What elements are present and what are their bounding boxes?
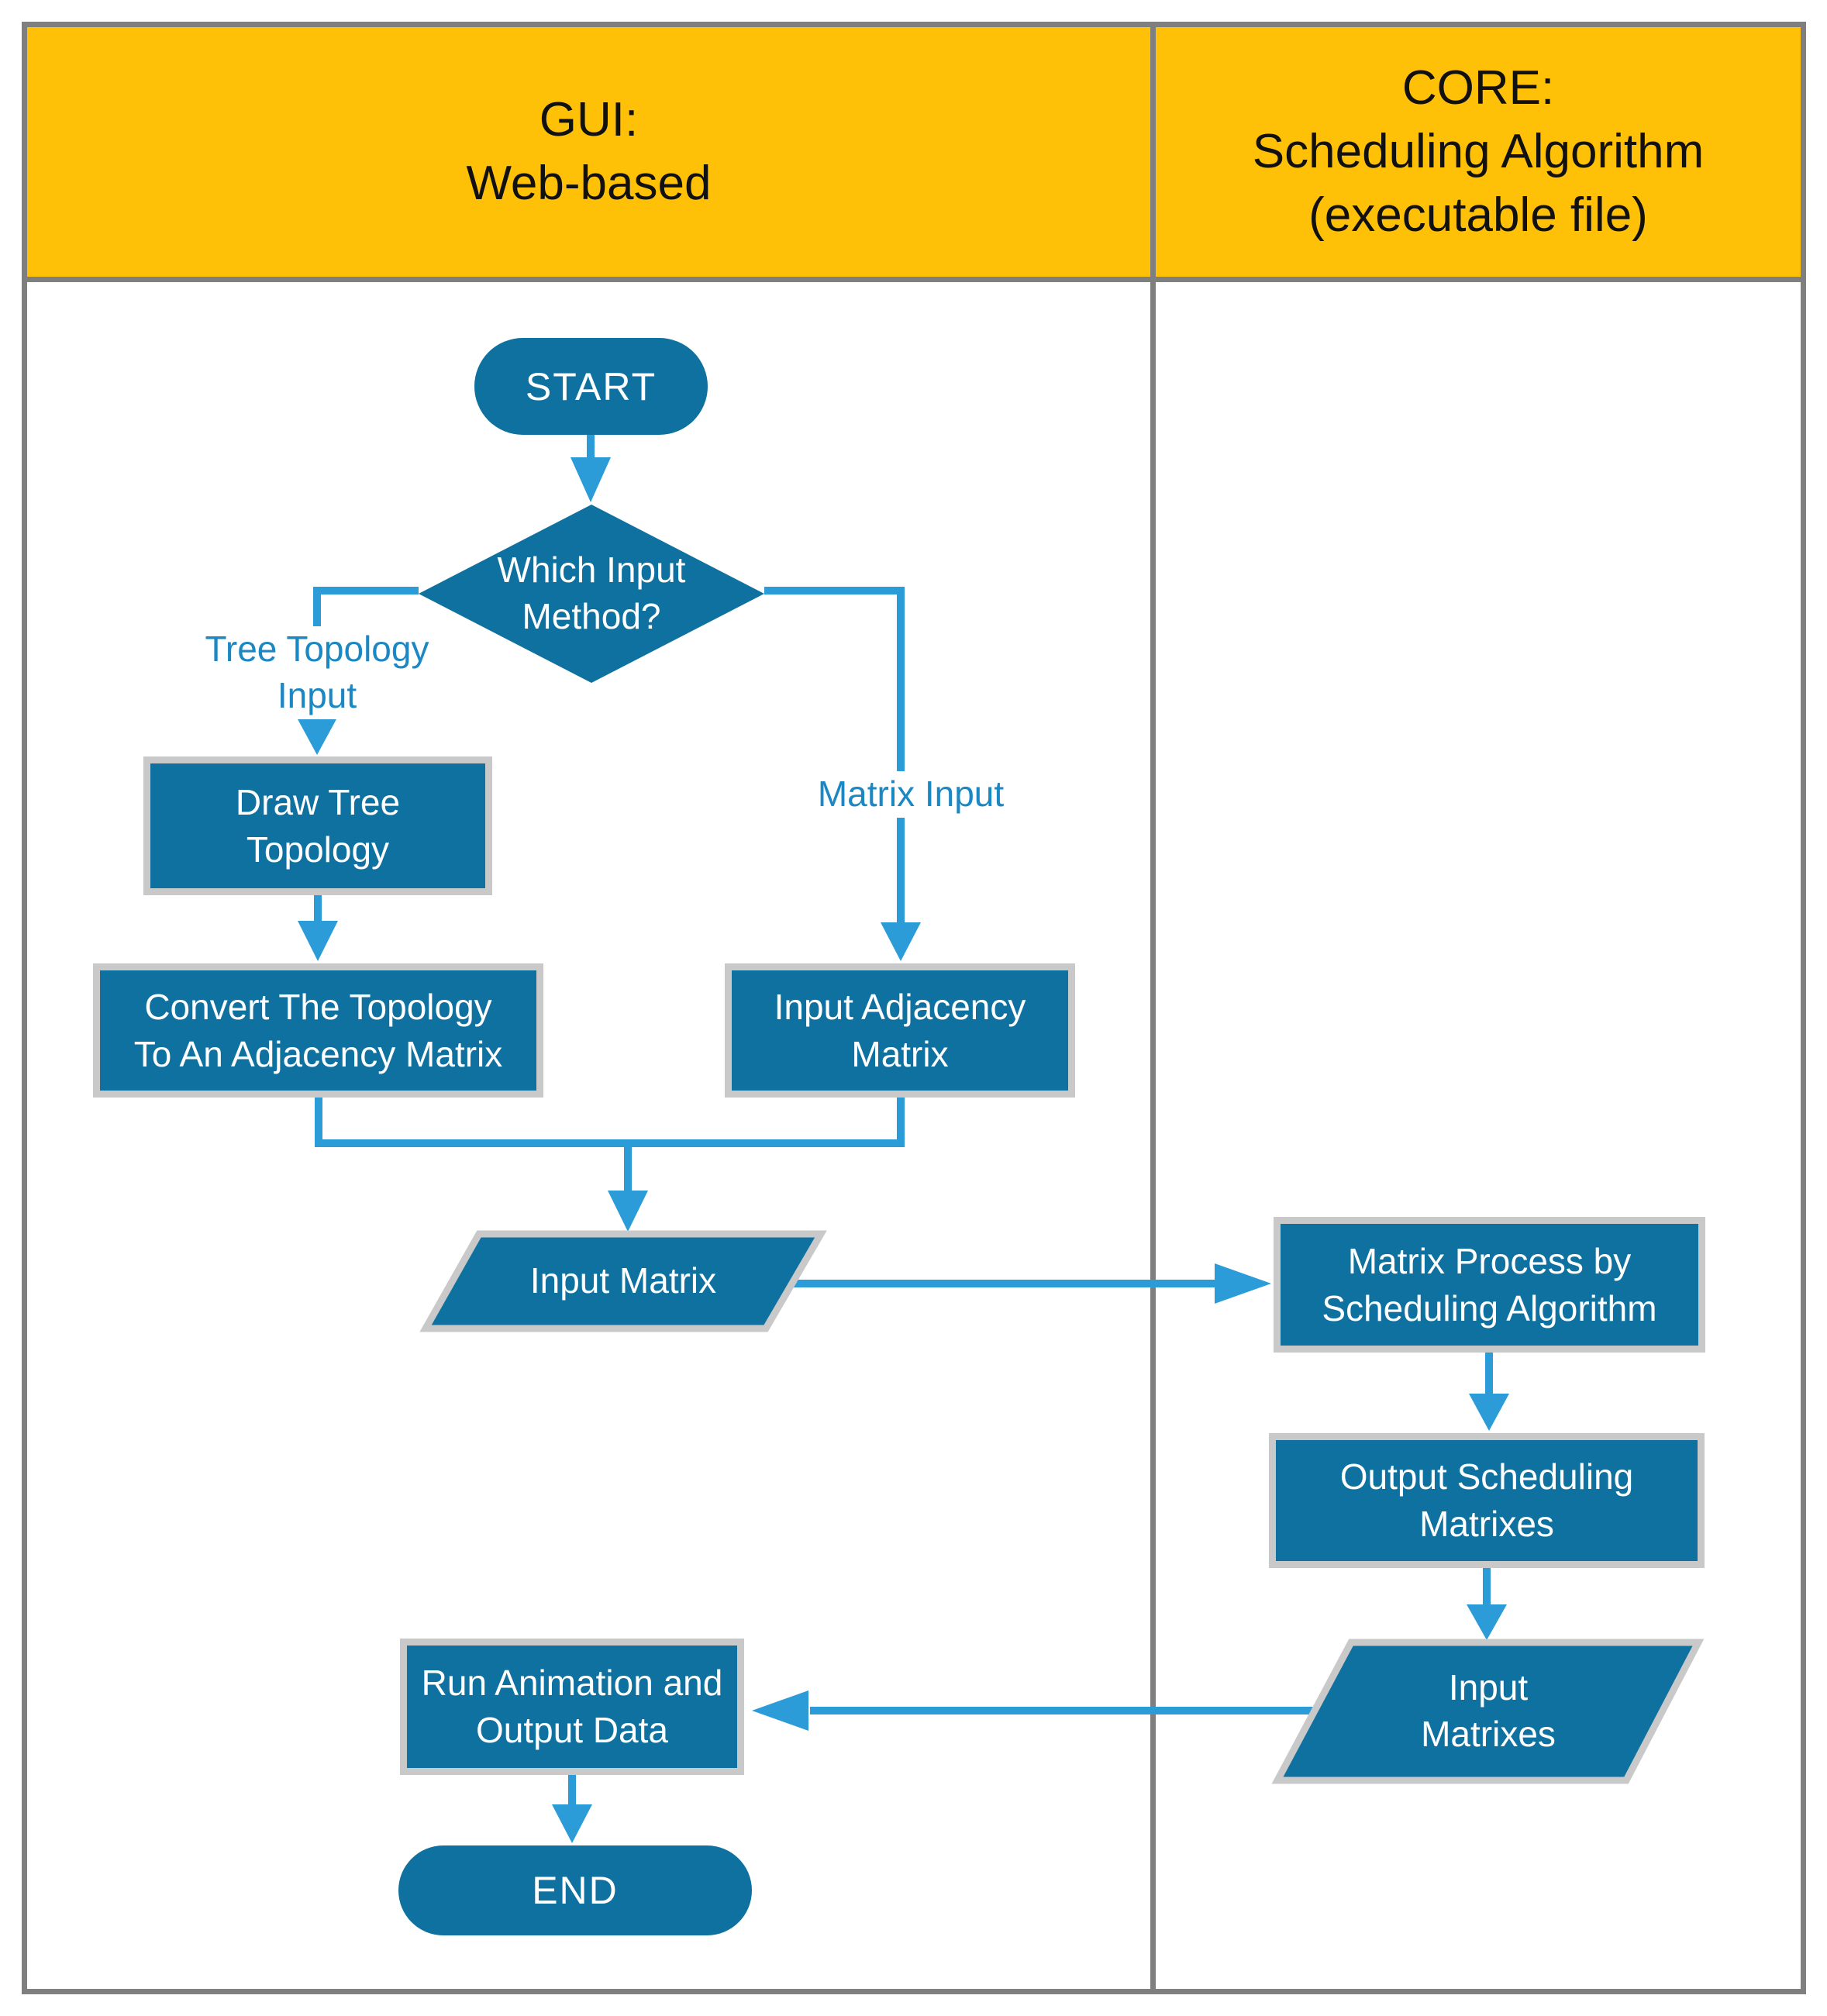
node-run-animation-and-output-data: Run Animation and Output Data xyxy=(400,1639,744,1775)
swimlane-divider xyxy=(1150,282,1156,1994)
lane-header-core-line3: (executable file) xyxy=(1308,188,1648,242)
node-input-matrixes: Input Matrixes xyxy=(1270,1635,1706,1787)
node-input-adjacency-matrix: Input Adjacency Matrix xyxy=(725,963,1075,1098)
outer-border-bottom xyxy=(22,1989,1806,1994)
node-draw-tree-topology: Draw Tree Topology xyxy=(143,756,492,895)
edge-run-to-end-arrowhead xyxy=(552,1804,592,1843)
decision-diamond-shape xyxy=(419,505,764,683)
edge-draw-to-convert-arrowhead xyxy=(298,921,338,961)
input-matrix-parallelogram-shape xyxy=(419,1230,827,1332)
edge-decision-to-adjacency-arrowhead xyxy=(881,922,921,961)
lane-header-gui-line2: Web-based xyxy=(466,157,712,210)
edge-output-to-input-matrixes-arrowhead xyxy=(1467,1604,1507,1640)
node-input-matrix-label: Input Matrix xyxy=(529,1260,717,1301)
edge-label-matrix-input: Matrix Input xyxy=(779,771,1043,818)
node-start: START xyxy=(474,338,708,435)
edge-process-to-output-arrowhead xyxy=(1469,1394,1509,1431)
edge-input-matrixes-to-run-arrowhead xyxy=(752,1690,808,1731)
outer-border-right xyxy=(1801,22,1806,1994)
node-decision-which-input-method: Which Input Method? xyxy=(419,505,764,683)
edge-decision-to-adjacency xyxy=(764,587,905,924)
edge-merge-to-input-matrix-arrowhead xyxy=(608,1191,648,1232)
lane-header-core-line2: Scheduling Algorithm xyxy=(1252,125,1705,179)
edge-merge-connector xyxy=(315,1094,905,1147)
lane-header-core: CORE: Scheduling Algorithm (executable f… xyxy=(1150,22,1806,282)
edge-input-matrix-to-process-arrowhead xyxy=(1215,1263,1271,1304)
node-output-scheduling-matrixes: Output Scheduling Matrixes xyxy=(1269,1433,1705,1568)
lane-header-gui: GUI: Web-based xyxy=(22,22,1156,282)
node-end: END xyxy=(398,1845,752,1935)
lane-header-gui-line1: GUI: xyxy=(539,93,639,147)
lane-header-core-line1: CORE: xyxy=(1401,61,1555,115)
input-matrixes-parallelogram-shape xyxy=(1271,1639,1705,1784)
node-input-matrix: Input Matrix xyxy=(419,1227,828,1335)
node-convert-topology-to-matrix: Convert The Topology To An Adjacency Mat… xyxy=(93,963,543,1098)
outer-border-left xyxy=(22,22,27,1994)
edge-start-to-decision-arrowhead xyxy=(571,457,611,502)
edge-decision-to-draw-arrowhead xyxy=(297,718,337,755)
node-matrix-process-by-scheduling-algorithm: Matrix Process by Scheduling Algorithm xyxy=(1274,1217,1705,1353)
